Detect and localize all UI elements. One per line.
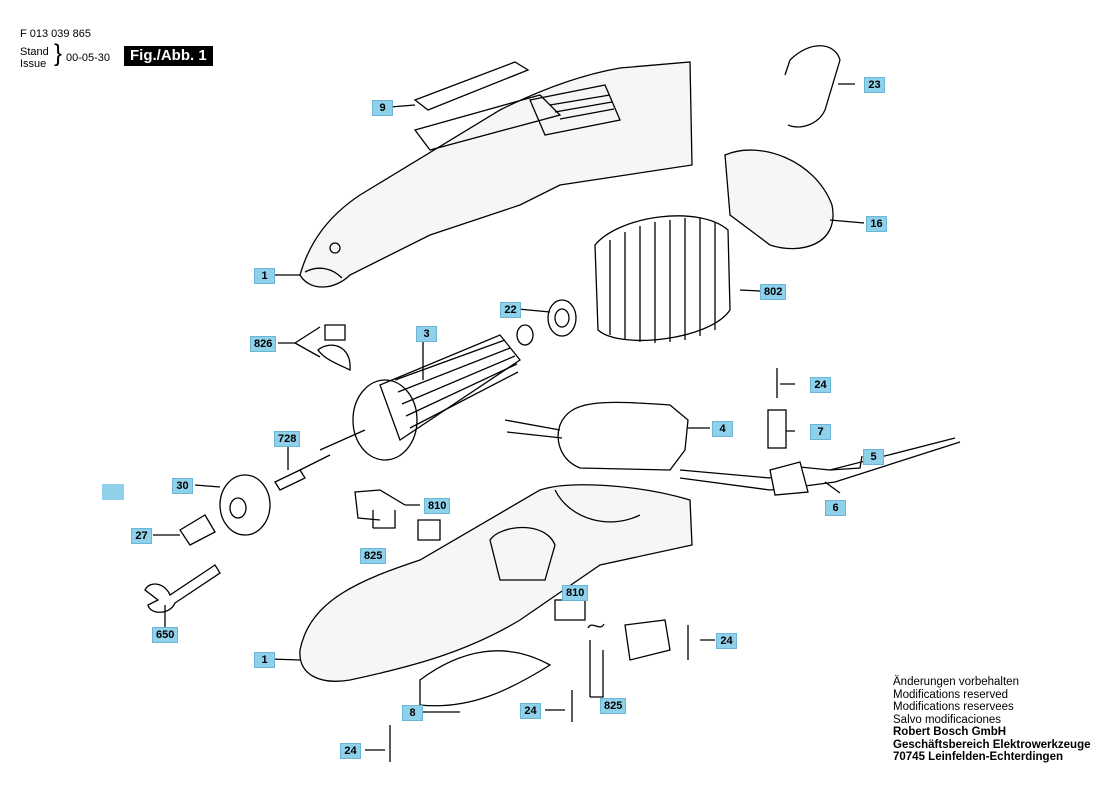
footer-line-2: Modifications reserved <box>893 688 1009 701</box>
callout-16: 16 <box>866 216 887 232</box>
fan <box>352 379 418 461</box>
callout-22: 22 <box>500 302 521 318</box>
callout-7: 7 <box>810 424 831 440</box>
callout-650: 650 <box>152 627 179 643</box>
callout-6: 6 <box>825 500 846 516</box>
footer-line-3: Modifications reservees <box>893 701 1014 713</box>
figure-title: Fig./Abb. 1 <box>124 46 213 66</box>
brace-glyph: } <box>54 40 63 67</box>
footer-line-4: Salvo modificaciones <box>893 713 1002 726</box>
callout-802: 802 <box>760 284 787 300</box>
footer-line-1: Änderungen vorbehalten <box>893 676 1019 688</box>
callout-810-upper: 810 <box>424 498 451 514</box>
callout-8: 8 <box>402 705 423 721</box>
callout-1-upper: 1 <box>254 268 275 284</box>
callout-27: 27 <box>131 528 152 544</box>
clip-23 <box>784 45 841 128</box>
doc-number: F 013 039 865 <box>20 28 91 40</box>
callout-825-lower: 825 <box>600 698 627 714</box>
brush-810-lower <box>554 599 586 621</box>
callout-728: 728 <box>274 431 301 447</box>
collet-27 <box>179 514 216 546</box>
field-802 <box>594 215 731 341</box>
footer-division: Geschäftsbereich Elektrowerkzeuge <box>893 738 1091 751</box>
housing-upper <box>299 61 693 288</box>
callout-24-bottom: 24 <box>340 743 361 759</box>
wrench-650 <box>144 564 221 613</box>
label-8-part <box>419 650 552 707</box>
issue-label: Issue <box>20 58 47 70</box>
callout-826: 826 <box>250 336 277 352</box>
color-swatch <box>102 484 124 500</box>
electronics-4 <box>557 401 689 471</box>
callout-3: 3 <box>416 326 437 342</box>
spacer-7 <box>767 409 787 449</box>
label-9-part <box>413 61 530 111</box>
callout-24-mid: 24 <box>520 703 541 719</box>
callout-5: 5 <box>863 449 884 465</box>
shaft-728 <box>274 469 306 491</box>
footer-company: Robert Bosch GmbH <box>893 726 1007 738</box>
footer-notes: Änderungen vorbehalten Modifications res… <box>893 676 1091 764</box>
armature-3 <box>379 334 521 441</box>
brush-cap <box>624 619 671 661</box>
callout-1-lower: 1 <box>254 652 275 668</box>
footer-address: 70745 Leinfelden-Echterdingen <box>893 751 1063 763</box>
bearing-22 <box>547 299 577 337</box>
callout-24-top: 24 <box>810 377 831 393</box>
callout-825-upper: 825 <box>360 548 387 564</box>
end-cap-16 <box>724 149 834 250</box>
spring-825 <box>587 623 605 629</box>
callout-23: 23 <box>864 77 885 93</box>
cord-5 <box>679 437 961 491</box>
stand-label: Stand <box>20 46 49 58</box>
callout-30: 30 <box>172 478 193 494</box>
housing-lower <box>299 484 693 682</box>
callout-24-right: 24 <box>716 633 737 649</box>
callout-810-lower: 810 <box>562 585 589 601</box>
callout-9: 9 <box>372 100 393 116</box>
callout-4: 4 <box>712 421 733 437</box>
issue-date: 00-05-30 <box>66 52 111 64</box>
brush-holder-810 <box>354 489 441 541</box>
brush-826 <box>317 324 351 372</box>
